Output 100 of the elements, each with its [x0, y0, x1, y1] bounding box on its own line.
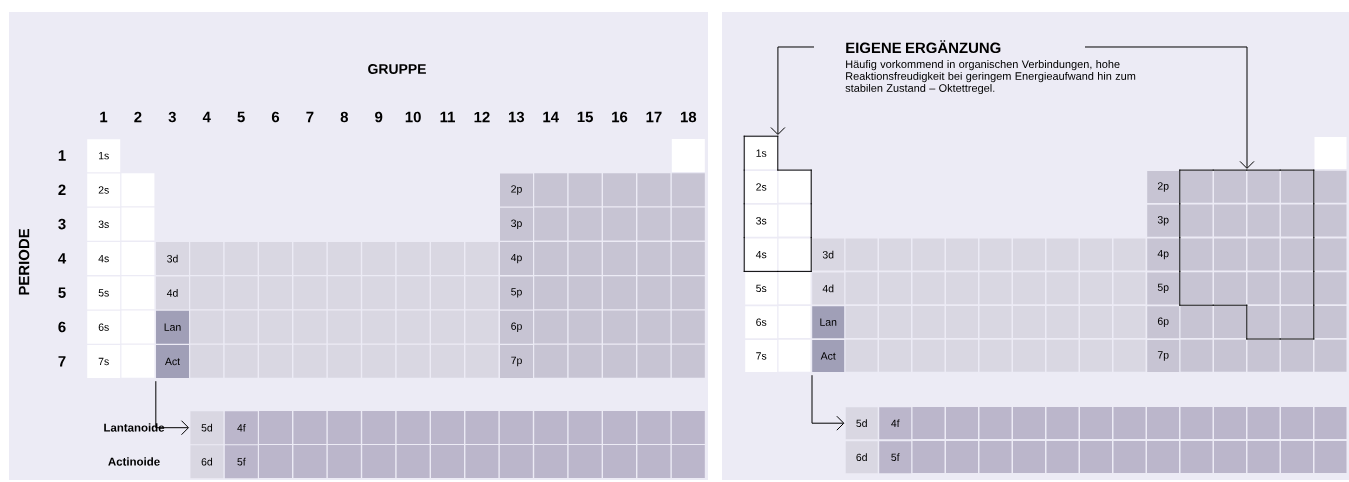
group-number: 3 — [168, 111, 176, 123]
node-label: 1s — [756, 149, 767, 157]
block-outline — [743, 135, 812, 272]
period-number: 6 — [58, 321, 66, 333]
node-label: 6s — [756, 318, 767, 326]
group-number: 1 — [100, 111, 108, 123]
arrow — [811, 374, 845, 431]
orbital-cell: 5d — [845, 407, 878, 440]
orbital-cell: 5p — [1147, 272, 1180, 305]
node-label: 3s — [98, 220, 109, 228]
node-label: 5s — [98, 289, 109, 297]
group-number: 14 — [543, 111, 559, 123]
group-number: 2 — [134, 111, 142, 123]
group-number: 9 — [375, 111, 383, 123]
group-number: 4 — [202, 111, 211, 123]
node-label: 6s — [98, 323, 109, 331]
orbital-cell: 4p — [1147, 238, 1180, 271]
node-label: 3d — [822, 250, 834, 259]
period-number: 5 — [58, 287, 66, 298]
group-number: 7 — [306, 111, 314, 123]
node-label: 4f — [237, 423, 246, 432]
node-label: 4d — [822, 284, 834, 293]
axis-title: PERIODE — [18, 228, 30, 295]
node-label: 3s — [756, 217, 767, 225]
orbital-cell: Act — [812, 340, 845, 372]
orbital-cell: 2s — [87, 173, 121, 207]
orbital-cell: 2s — [745, 171, 778, 203]
orbital-cell: 5s — [745, 272, 778, 305]
orbital-cell: Lan — [812, 306, 845, 339]
node-label: 5p — [511, 288, 522, 298]
group-number: 13 — [508, 111, 525, 123]
orbital-cell: 2p — [500, 173, 533, 207]
node-label: 7s — [756, 352, 767, 360]
node-label: Lan — [164, 323, 181, 331]
period-number: 4 — [58, 253, 67, 264]
group-number: 6 — [271, 111, 280, 123]
node-label: Act — [820, 352, 836, 360]
node-label: 5d — [856, 419, 867, 428]
node-label: 7s — [98, 357, 109, 366]
node-label: Act — [164, 357, 180, 366]
node-label: 2p — [1157, 182, 1169, 192]
arrow — [1084, 46, 1255, 169]
node-label: 1s — [98, 152, 109, 160]
orbital-cell: 6d — [845, 441, 878, 474]
node-label: 6p — [1157, 317, 1169, 327]
node-label: 5f — [237, 457, 246, 466]
orbital-cell: 5s — [87, 276, 121, 310]
node-label: 6d — [856, 453, 867, 462]
orbital-cell: 5p — [500, 276, 533, 310]
orbital-cell: Act — [156, 345, 189, 378]
heading: EIGENE ERGÄNZUNG — [846, 40, 1001, 54]
annotation-text: Häufig vorkommend in organischen Verbindungen, hohe Reaktionsfreudigkeit bei geringem Energieaufwand hin zum stabilen Zustand – Oktettregel. — [845, 59, 1136, 95]
orbital-cell: 3d — [812, 238, 845, 271]
node-label: 4p — [510, 253, 522, 264]
group-number: 18 — [680, 111, 697, 123]
orbital-cell: 3s — [745, 204, 778, 237]
node-label: 4s — [98, 254, 109, 263]
node-label: 7p — [511, 356, 522, 367]
orbital-cell: 5f — [879, 441, 912, 474]
orbital-cell: 7p — [500, 345, 533, 378]
orbital-cell: 1s — [87, 139, 121, 173]
node-label: 3p — [511, 219, 522, 230]
group-number: 10 — [405, 111, 421, 123]
node-label: 5s — [756, 284, 767, 293]
node-label: Lan — [820, 318, 837, 326]
node-label: 6d — [201, 457, 213, 466]
orbital-cell: 2p — [1147, 171, 1180, 203]
group-number: 8 — [340, 111, 348, 123]
orbital-cell: 1s — [745, 137, 778, 170]
orbital-cell: 6p — [1147, 306, 1180, 339]
orbital-cell: 3p — [1147, 204, 1180, 237]
orbital-cell: 7p — [1147, 340, 1180, 372]
orbital-cell: 5d — [190, 411, 224, 445]
orbital-cell: 3d — [156, 242, 189, 276]
period-number: 7 — [58, 356, 66, 367]
orbital-cell: 4f — [224, 411, 258, 445]
node-label: 4p — [1157, 249, 1169, 260]
arrow — [155, 380, 189, 436]
node-label: 5f — [891, 453, 900, 462]
node-label: 5d — [201, 423, 213, 432]
node-label: 3d — [167, 254, 178, 263]
orbital-cell: 6s — [87, 310, 121, 344]
node-label: 4s — [755, 250, 767, 259]
node-label: 2s — [98, 186, 109, 194]
node-label: 2s — [756, 183, 767, 191]
orbital-cell: 3s — [87, 207, 121, 241]
node-label: 6p — [511, 322, 522, 332]
orbital-cell: 6d — [190, 445, 224, 479]
orbital-cell: 4s — [87, 242, 121, 276]
orbital-cell: 4f — [879, 407, 912, 440]
row-label: Lantanoide — [104, 423, 165, 432]
period-number: 1 — [58, 150, 66, 161]
orbital-cell: 6p — [500, 310, 533, 344]
orbital-cell: 4d — [156, 276, 189, 310]
node-label: 2p — [511, 185, 522, 195]
orbital-cell: 4p — [500, 242, 533, 276]
orbital-cell: 6s — [745, 306, 778, 339]
node-label: 5p — [1157, 283, 1169, 294]
group-number: 15 — [577, 111, 593, 123]
period-number: 3 — [58, 218, 66, 230]
